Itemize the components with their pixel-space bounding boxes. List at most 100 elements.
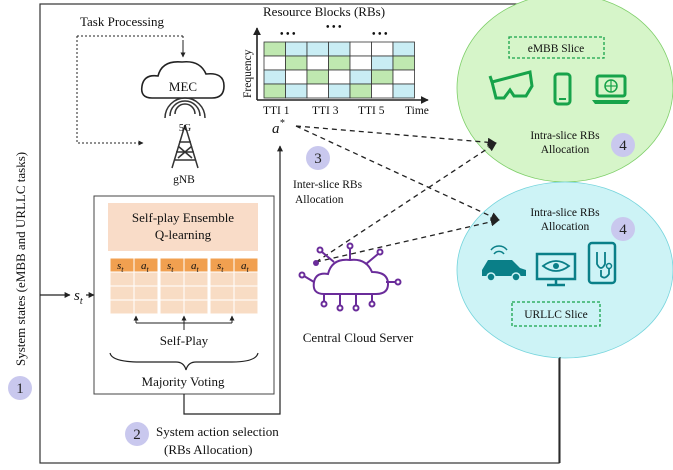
vr-glasses-icon xyxy=(488,70,534,100)
svg-text:2: 2 xyxy=(133,427,141,443)
cloud-source-node xyxy=(313,260,319,266)
q-learning-title-box xyxy=(108,203,258,251)
q-table-cell xyxy=(209,285,235,301)
step-3-badge xyxy=(306,146,330,170)
resource-block-cell xyxy=(306,55,329,71)
svg-text:1: 1 xyxy=(16,381,24,397)
q-table-cell xyxy=(133,285,159,301)
action-to-urllc-arrow xyxy=(295,125,500,221)
q-table-header-label: st xyxy=(217,260,224,274)
action-flow-line xyxy=(183,145,283,415)
central-cloud-label: Central Cloud Server xyxy=(303,330,414,345)
q-learning-title-1: Self-play Ensemble xyxy=(132,210,234,225)
tti3-label: TTI 3 xyxy=(312,105,339,117)
resource-block-cell xyxy=(392,41,415,57)
resource-block-cell xyxy=(285,55,308,71)
5g-label: 5G xyxy=(179,123,191,134)
q-table-cell xyxy=(109,285,135,301)
rb-dots-right: • • • xyxy=(372,29,388,40)
self-play-label: Self-Play xyxy=(160,333,209,348)
resource-block-cell xyxy=(263,41,286,57)
gnb-label: gNB xyxy=(173,174,195,186)
q-table-header-label: at xyxy=(241,260,250,274)
cloud-icon xyxy=(140,60,225,99)
q-table-cell xyxy=(209,299,235,315)
embb-slice-box xyxy=(508,36,605,59)
q-table-cell xyxy=(183,271,209,287)
urllc-slice-box xyxy=(511,301,601,327)
system-action-label-2: (RBs Allocation) xyxy=(164,442,252,457)
step-1-badge xyxy=(8,376,32,400)
time-label: Time xyxy=(405,105,429,117)
rb-dots-middle: • • • xyxy=(326,22,342,33)
resource-block-cell xyxy=(328,83,351,99)
smartphone-icon xyxy=(553,72,572,106)
task-processing-label: Task Processing xyxy=(80,14,164,29)
resource-block-cell xyxy=(306,83,329,99)
q-table-cell xyxy=(233,285,259,301)
q-table-cell xyxy=(233,271,259,287)
resource-block-cell xyxy=(371,69,394,85)
svg-text:4: 4 xyxy=(619,138,627,154)
resource-block-cell xyxy=(392,55,415,71)
resource-block-cell xyxy=(306,69,329,85)
svg-text:3: 3 xyxy=(314,151,322,167)
resource-block-cell xyxy=(328,41,351,57)
q-table-cell xyxy=(183,285,209,301)
q-learning-title-2: Q-learning xyxy=(155,227,212,242)
resource-block-cell xyxy=(371,83,394,99)
q-table-cell xyxy=(233,299,259,315)
antenna-tower-icon xyxy=(164,97,206,169)
rb-dots-left: • • • xyxy=(280,29,296,40)
resource-block-cell xyxy=(349,69,372,85)
system-states-label: System states (eMBB and URLLC tasks) xyxy=(13,152,28,366)
system-action-label-1: System action selection xyxy=(156,424,279,439)
tti1-label: TTI 1 xyxy=(263,105,290,117)
state-label: st xyxy=(74,288,83,307)
task-loop-line xyxy=(76,36,144,146)
resource-block-cell xyxy=(328,69,351,85)
tti5-label: TTI 5 xyxy=(358,105,385,117)
q-table-cell xyxy=(133,271,159,287)
intra-slice-top-label-2: Allocation xyxy=(541,144,590,156)
inter-slice-label-2: Allocation xyxy=(295,194,344,206)
q-table-header-label: at xyxy=(191,260,200,274)
q-table-cell xyxy=(109,299,135,315)
resource-block-cell xyxy=(392,69,415,85)
step-4-badge-bottom xyxy=(611,217,635,241)
q-table-header-label: at xyxy=(141,260,150,274)
resource-block-cell xyxy=(263,55,286,71)
resource-block-cell xyxy=(371,41,394,57)
resource-block-cell xyxy=(349,83,372,99)
cloud-to-urllc-arrow xyxy=(315,217,500,263)
svg-text:4: 4 xyxy=(619,222,627,238)
urllc-slice-label: URLLC Slice xyxy=(524,309,588,321)
resource-blocks-title: Resource Blocks (RBs) xyxy=(263,4,385,19)
monitor-eye-icon xyxy=(535,252,577,287)
q-table-cell xyxy=(109,271,135,287)
action-label: a* xyxy=(272,118,285,137)
q-table-header-label: st xyxy=(117,260,124,274)
cloud-network-icon xyxy=(298,242,402,312)
step-2-badge xyxy=(125,422,149,446)
frequency-label: Frequency xyxy=(242,49,254,98)
resource-block-cell xyxy=(285,41,308,57)
q-table-cell xyxy=(159,285,185,301)
resource-block-cell xyxy=(306,41,329,57)
q-table-cell xyxy=(183,299,209,315)
tablet-stethoscope-icon xyxy=(587,241,617,285)
embb-slice-label: eMBB Slice xyxy=(528,43,585,55)
resource-block-cell xyxy=(263,69,286,85)
mec-label: MEC xyxy=(169,79,197,94)
voting-brace xyxy=(109,352,259,371)
intra-slice-bottom-label-2: Allocation xyxy=(541,221,590,233)
laptop-globe-icon xyxy=(592,74,630,104)
inter-slice-label-1: Inter-slice RBs xyxy=(293,179,363,191)
resource-block-cell xyxy=(285,69,308,85)
resource-block-cell xyxy=(328,55,351,71)
q-table-cell xyxy=(209,271,235,287)
rb-grid xyxy=(263,41,415,99)
resource-block-cell xyxy=(263,83,286,99)
